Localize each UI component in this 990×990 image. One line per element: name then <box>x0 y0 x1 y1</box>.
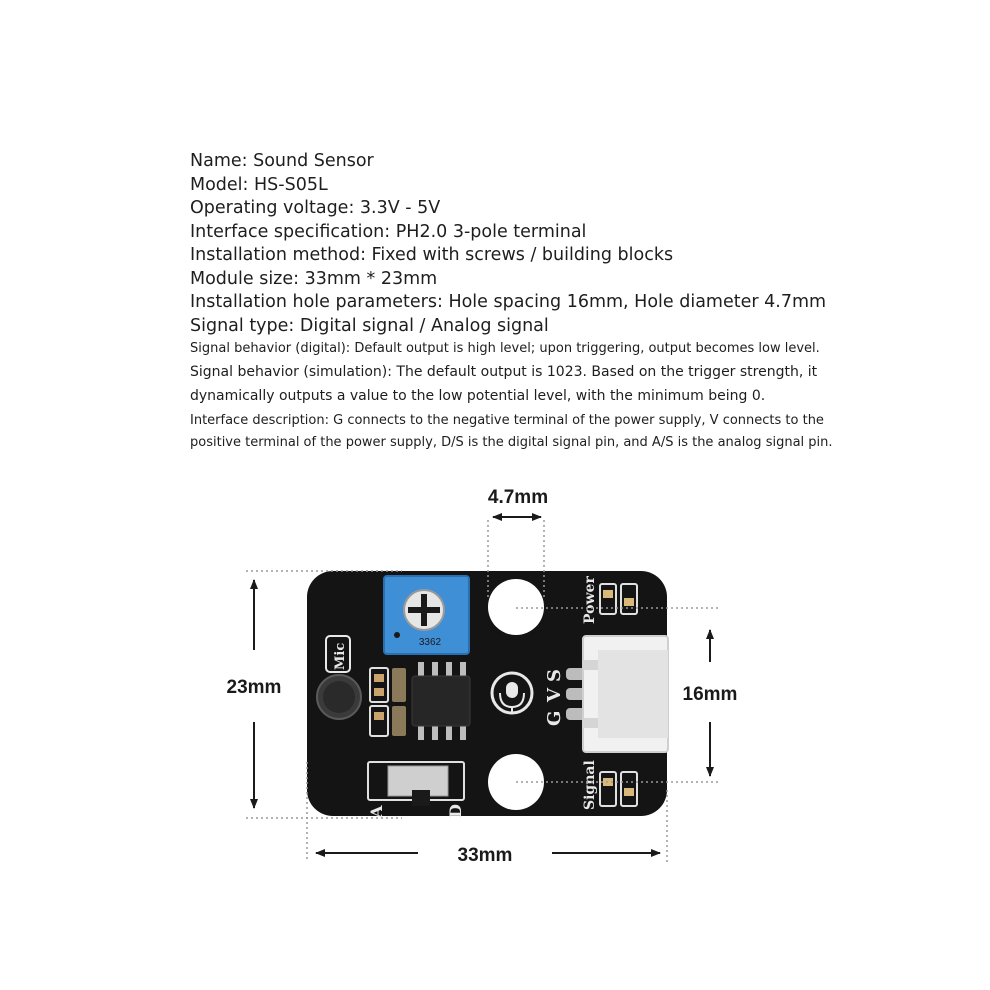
dimension-guides <box>246 520 718 862</box>
microphone <box>316 674 362 720</box>
dimension-arrows <box>250 513 714 857</box>
potentiometer: 3362 <box>383 575 470 655</box>
spec-model: Model: HS-S05L <box>190 174 328 195</box>
switch-label-a: A <box>367 805 386 819</box>
mic-label: Mic <box>333 643 348 670</box>
signal-label: Signal <box>582 760 598 810</box>
pin-label-s: S <box>544 669 565 682</box>
width-label: 33mm <box>458 845 513 866</box>
spec-name: Name: Sound Sensor <box>190 151 374 171</box>
spec-holes: Installation hole parameters: Hole spaci… <box>190 292 827 312</box>
spec-installation: Installation method: Fixed with screws /… <box>190 245 674 265</box>
spec-sim-behavior-1: Signal behavior (simulation): The defaul… <box>190 364 818 380</box>
ic-chip <box>411 662 471 740</box>
spec-size: Module size: 33mm * 23mm <box>190 268 438 289</box>
specifications: Name: Sound Sensor Model: HS-S05L Operat… <box>190 150 870 454</box>
spec-interface: Interface specification: PH2.0 3-pole te… <box>190 221 587 242</box>
spec-signal-type: Signal type: Digital signal / Analog sig… <box>190 315 549 336</box>
mounting-hole-top <box>488 579 544 635</box>
pin-label-v: V <box>544 687 565 703</box>
switch-label-d: D <box>446 804 465 818</box>
spec-interface-desc-2: positive terminal of the power supply, D… <box>190 435 833 450</box>
pin-label-g: G <box>544 711 565 726</box>
hole-spacing-label: 16mm <box>683 684 738 705</box>
height-label: 23mm <box>227 677 282 698</box>
ph2-connector <box>582 635 669 753</box>
sound-sensor-icon <box>490 671 534 715</box>
slide-switch <box>367 761 465 806</box>
spec-digital-behavior: Signal behavior (digital): Default outpu… <box>190 341 820 356</box>
smd-components-left <box>369 667 406 737</box>
spec-sim-behavior-2: dynamically outputs a value to the low p… <box>190 388 766 404</box>
hole-diameter-label: 4.7mm <box>488 487 548 508</box>
power-label: Power <box>582 576 598 624</box>
spec-interface-desc-1: Interface description: G connects to the… <box>190 413 824 428</box>
spec-voltage: Operating voltage: 3.3V - 5V <box>190 198 441 218</box>
power-led <box>599 583 638 615</box>
mic-label-group: Mic <box>325 635 351 673</box>
potentiometer-marking: 3362 <box>419 637 442 648</box>
